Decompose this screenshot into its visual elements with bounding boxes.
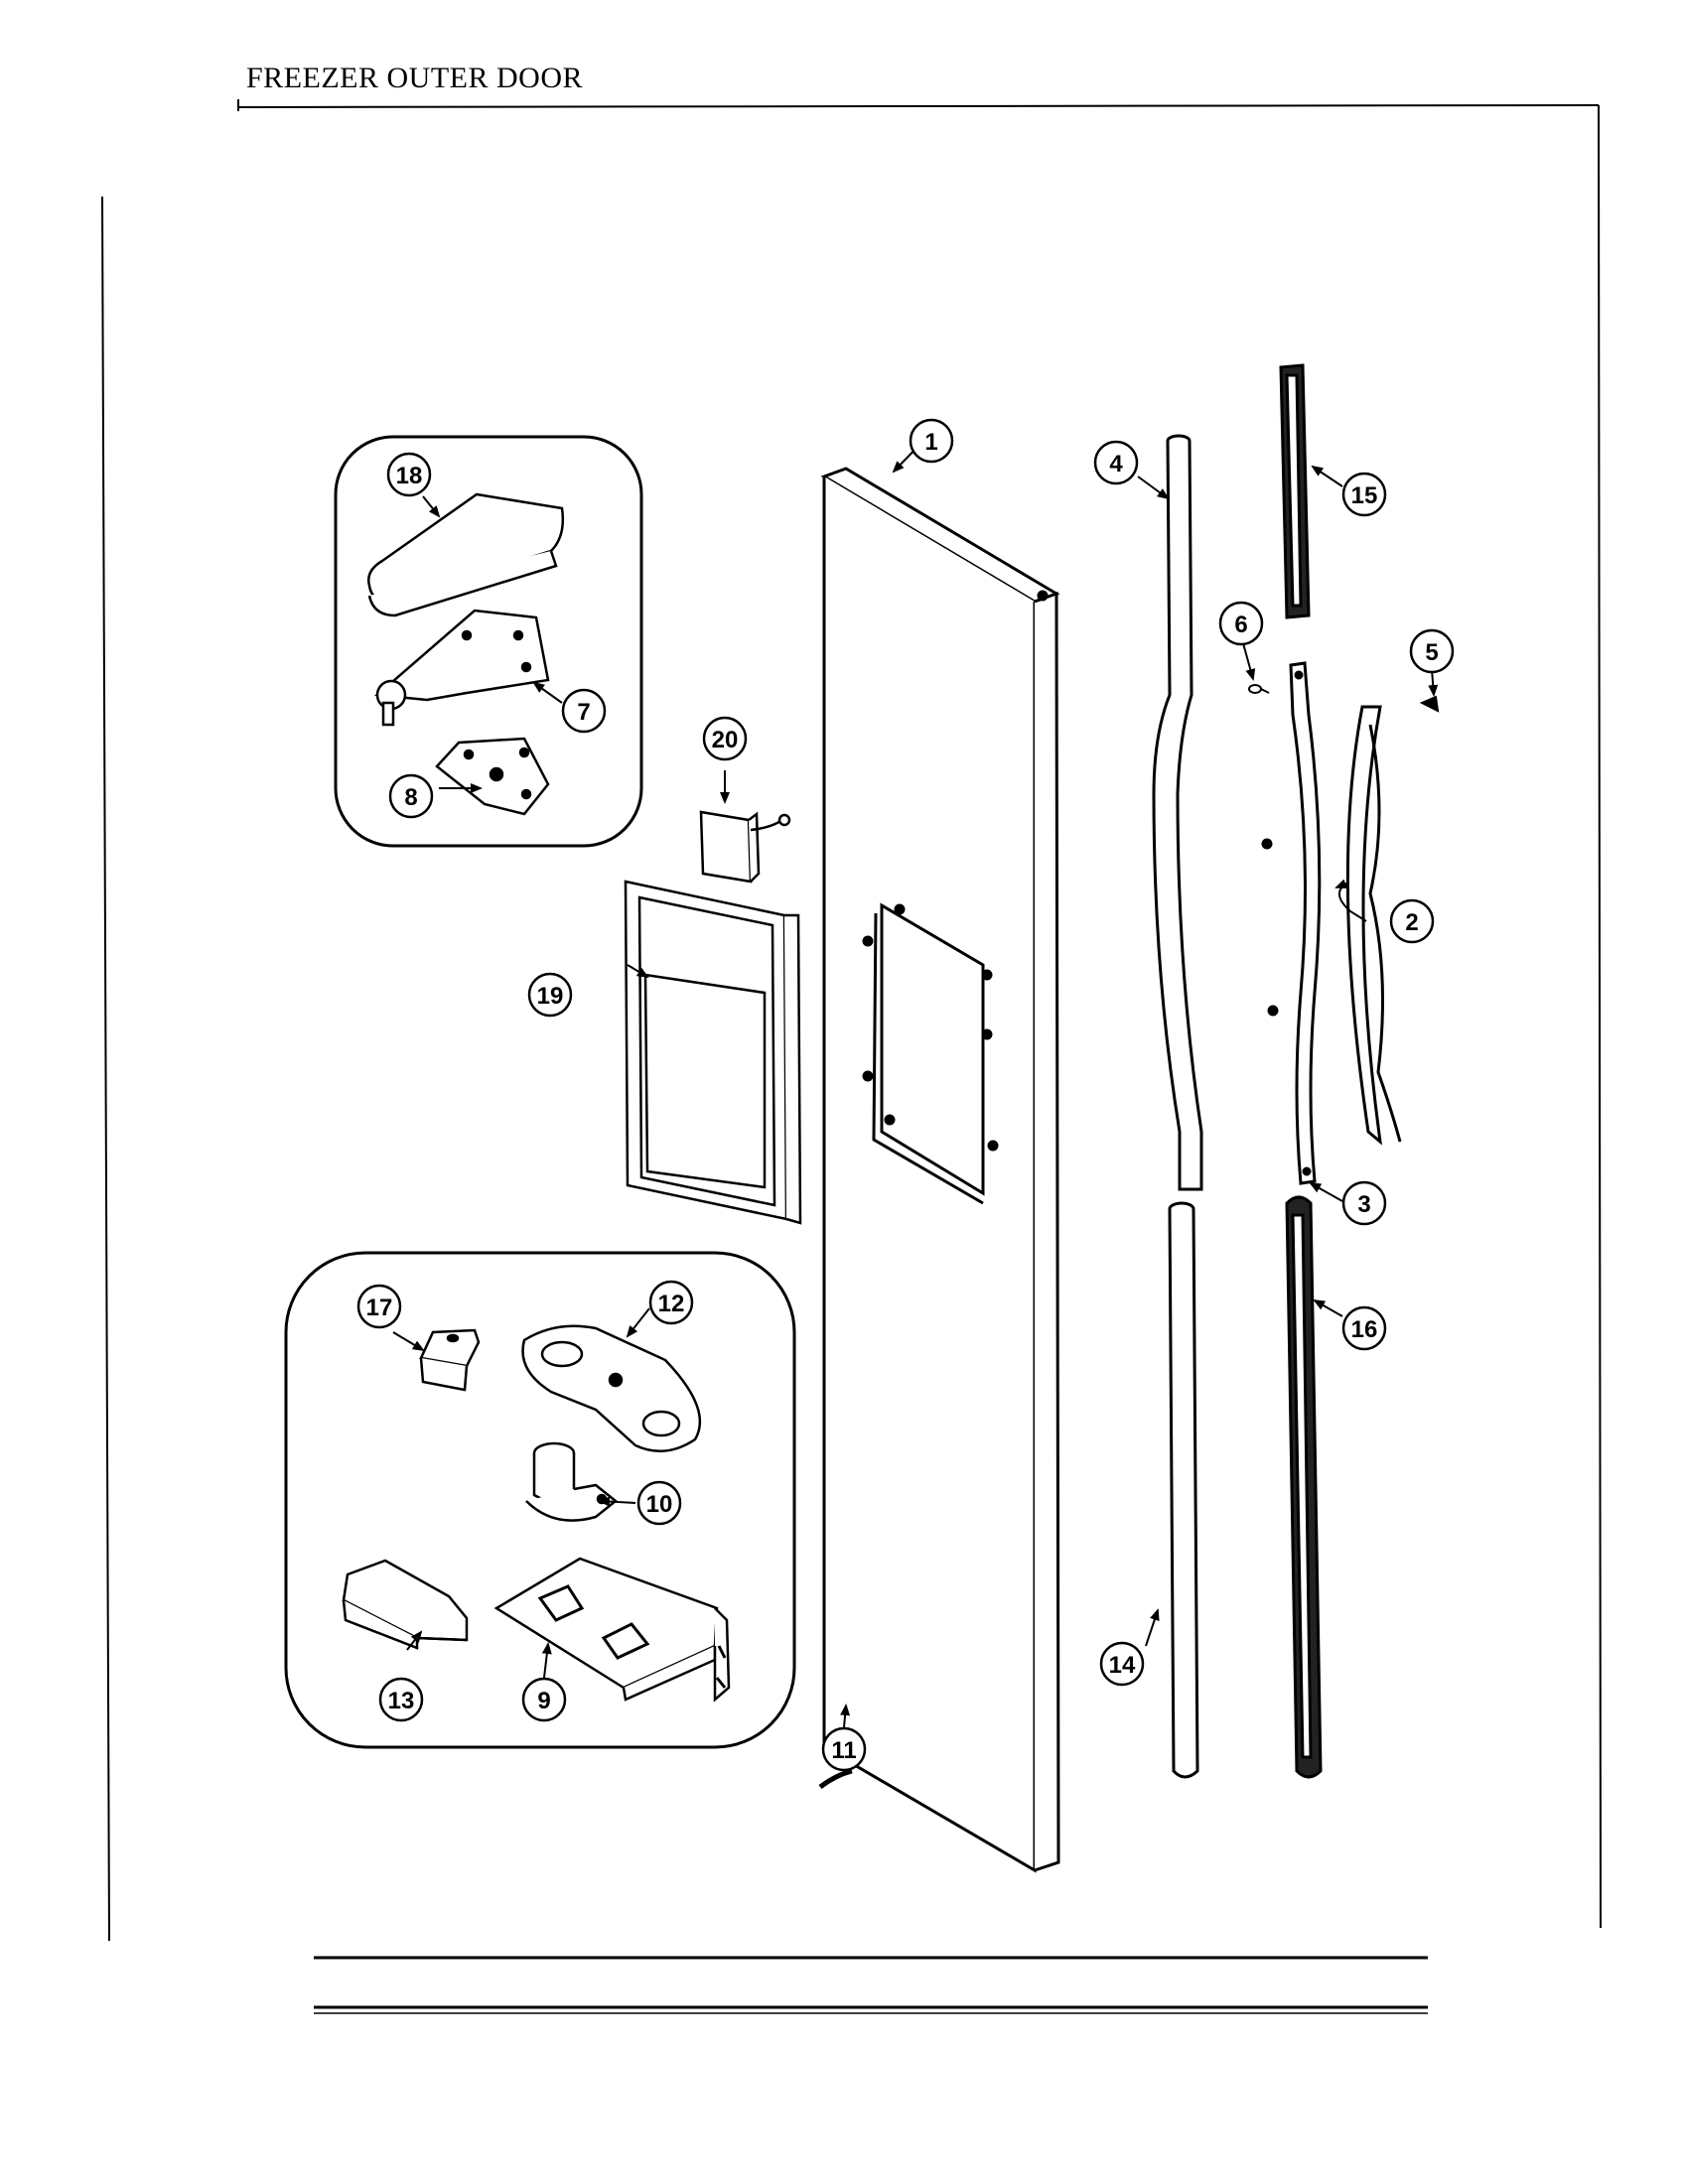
callout-7: 7	[561, 688, 607, 734]
callout-17: 17	[356, 1284, 402, 1329]
leader-16	[1313, 1299, 1343, 1317]
leader-12	[626, 1307, 650, 1338]
callout-3: 3	[1341, 1180, 1387, 1226]
dispenser-module-part	[699, 810, 791, 884]
leader-5	[1428, 668, 1439, 697]
handle-insert-part	[1345, 705, 1402, 1146]
screw-part-6	[1248, 684, 1270, 694]
hinge-bracket-part-17	[419, 1328, 481, 1392]
callout-1: 1	[909, 418, 954, 464]
svg-text:3: 3	[1357, 1191, 1370, 1218]
svg-text:11: 11	[831, 1737, 856, 1764]
leader-15	[1311, 465, 1343, 487]
leader-13	[406, 1630, 423, 1651]
callout-4: 4	[1093, 440, 1139, 485]
leader-4	[1137, 476, 1170, 500]
callout-2: 2	[1389, 898, 1435, 944]
callout-5: 5	[1409, 628, 1455, 674]
hinge-bushing-part	[521, 1324, 702, 1452]
hinge-pin-part	[525, 1441, 619, 1522]
svg-text:4: 4	[1109, 451, 1123, 478]
callout-9: 9	[521, 1677, 567, 1722]
leader-10	[598, 1496, 636, 1507]
handle-bracket-part	[1261, 661, 1322, 1185]
svg-text:17: 17	[366, 1295, 393, 1321]
svg-text:8: 8	[404, 784, 417, 811]
svg-text:9: 9	[537, 1688, 550, 1714]
lower-hinge-group-box	[284, 1251, 796, 1749]
hinge-base-part	[493, 1557, 731, 1703]
hinge-shim-part	[435, 737, 550, 816]
svg-text:1: 1	[924, 429, 937, 456]
svg-text:2: 2	[1405, 909, 1418, 936]
leader-17	[392, 1331, 425, 1352]
leader-18	[422, 495, 441, 518]
leader-19	[627, 964, 649, 979]
upper-hinge-part	[373, 609, 550, 727]
svg-text:7: 7	[577, 699, 590, 726]
callout-14: 14	[1099, 1641, 1145, 1687]
leader-7	[532, 681, 563, 704]
callout-16: 16	[1341, 1305, 1387, 1351]
upper-hinge-group-box	[334, 435, 643, 848]
svg-text:20: 20	[712, 727, 739, 753]
callout-11: 11	[821, 1726, 867, 1772]
hinge-cover-part	[367, 492, 565, 617]
screw-part-5	[1419, 695, 1440, 713]
door-gasket-part	[818, 1768, 853, 1790]
hinge-cover-part-13	[342, 1559, 469, 1650]
leader-2	[1334, 879, 1367, 922]
leader-6	[1242, 642, 1256, 681]
callout-13: 13	[378, 1677, 424, 1722]
dispenser-trim-part	[624, 880, 802, 1225]
svg-text:15: 15	[1351, 482, 1378, 509]
svg-text:12: 12	[658, 1291, 685, 1317]
svg-text:16: 16	[1351, 1316, 1378, 1343]
svg-text:18: 18	[396, 463, 423, 489]
page-title: FREEZER OUTER DOOR	[246, 62, 583, 94]
upper-trim-part	[1279, 363, 1311, 619]
callout-8: 8	[388, 773, 434, 819]
callout-15: 15	[1341, 472, 1387, 517]
lower-trim-part	[1285, 1195, 1323, 1779]
callout-20: 20	[702, 716, 748, 761]
leader-9	[541, 1642, 552, 1679]
callout-6: 6	[1218, 601, 1264, 646]
page-frame	[101, 99, 1602, 1942]
callout-10: 10	[636, 1480, 682, 1526]
leader-11	[840, 1704, 851, 1728]
svg-text:13: 13	[388, 1688, 415, 1714]
leader-14	[1145, 1608, 1160, 1647]
callout-12: 12	[648, 1280, 694, 1325]
svg-text:14: 14	[1109, 1652, 1136, 1679]
door-panel-part	[820, 467, 1060, 1873]
callout-18: 18	[386, 452, 432, 497]
callout-19: 19	[527, 972, 573, 1018]
svg-text:5: 5	[1425, 639, 1438, 666]
svg-text:6: 6	[1234, 612, 1247, 638]
lower-handle-part	[1168, 1201, 1199, 1779]
leader-3	[1309, 1182, 1343, 1202]
upper-handle-part	[1152, 434, 1203, 1191]
svg-text:19: 19	[537, 983, 564, 1010]
bottom-rules	[314, 1956, 1428, 2014]
svg-text:10: 10	[646, 1491, 673, 1518]
